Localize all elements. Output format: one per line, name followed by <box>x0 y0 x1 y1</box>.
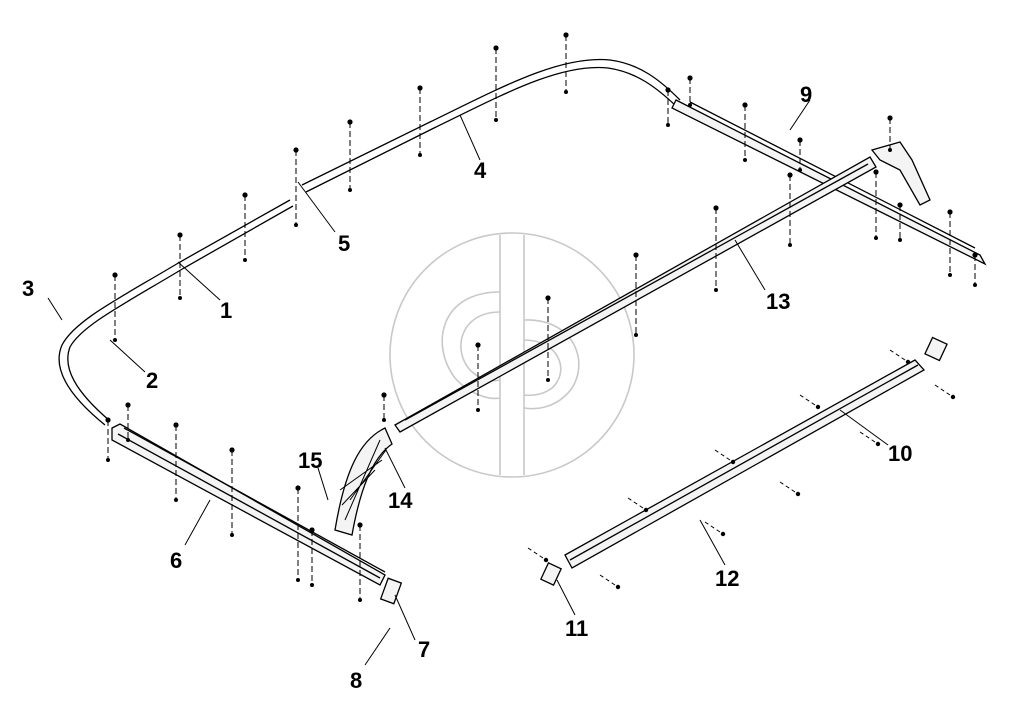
rail-part-6 <box>111 423 386 586</box>
callout-9: 9 <box>800 82 812 107</box>
callout-12: 12 <box>715 566 739 591</box>
callout-11: 11 <box>565 616 588 641</box>
screw-icon <box>309 527 315 587</box>
screw-icon <box>787 172 793 247</box>
screw-icon <box>347 119 353 192</box>
screw-icon <box>357 522 363 602</box>
screw-icon <box>797 137 803 172</box>
screw-icon <box>897 202 903 242</box>
clip-icon <box>527 547 549 563</box>
clip-icon <box>934 384 956 400</box>
clip-icon <box>779 481 801 497</box>
screw-icon <box>125 402 131 442</box>
leader-lines <box>47 99 889 666</box>
screw-icon <box>229 447 235 537</box>
clip-icon <box>704 521 726 537</box>
rail-part-10 <box>564 359 926 569</box>
callout-14: 14 <box>388 488 413 513</box>
screw-icon <box>105 417 111 462</box>
screw-icon <box>687 75 693 107</box>
screw-icon <box>173 422 179 502</box>
callout-3: 3 <box>22 276 34 301</box>
end-cap-part-7 <box>379 577 403 605</box>
end-cap-part-11 <box>539 562 563 586</box>
bracket-part-14 <box>334 427 393 536</box>
clip-icon <box>859 431 881 447</box>
clip-icon <box>889 349 911 365</box>
callout-5: 5 <box>338 231 350 256</box>
screw-icon <box>887 115 893 152</box>
end-cap-top-right <box>924 336 948 362</box>
clip-icon <box>799 394 821 410</box>
callout-2: 2 <box>146 368 158 393</box>
callout-6: 6 <box>170 548 182 573</box>
screw-icon <box>417 85 423 157</box>
callout-10: 10 <box>888 441 912 466</box>
screw-icon <box>972 252 978 287</box>
clip-icon <box>714 449 736 465</box>
roof-rail-left-curve <box>58 199 294 426</box>
screw-icon <box>112 272 118 342</box>
screw-icon <box>633 252 639 337</box>
watermark-logo <box>389 232 635 478</box>
screw-icon <box>177 232 183 300</box>
screw-icon <box>873 169 879 240</box>
callout-13: 13 <box>766 289 790 314</box>
fasteners <box>105 32 978 602</box>
screw-icon <box>563 32 569 94</box>
screw-icon <box>381 392 387 422</box>
callout-1: 1 <box>220 298 232 323</box>
screw-icon <box>545 295 551 382</box>
screw-icon <box>947 209 953 277</box>
callout-8: 8 <box>350 668 362 693</box>
callout-15: 15 <box>298 448 322 473</box>
screw-icon <box>295 485 301 582</box>
screw-icon <box>475 342 481 412</box>
callout-labels: 1 2 3 4 5 6 7 8 9 10 11 12 13 14 15 <box>22 82 912 693</box>
callout-4: 4 <box>474 158 487 183</box>
screw-icon <box>493 45 499 122</box>
screw-icon <box>665 87 671 127</box>
screw-icon <box>713 205 719 292</box>
clip-icon <box>599 574 621 590</box>
callout-7: 7 <box>418 637 430 662</box>
clip-icon <box>627 497 649 513</box>
screw-icon <box>293 147 299 227</box>
screw-icon <box>242 192 248 262</box>
bracket-top-right <box>870 141 931 206</box>
screw-icon <box>742 102 748 162</box>
roof-rail-top <box>301 58 681 193</box>
